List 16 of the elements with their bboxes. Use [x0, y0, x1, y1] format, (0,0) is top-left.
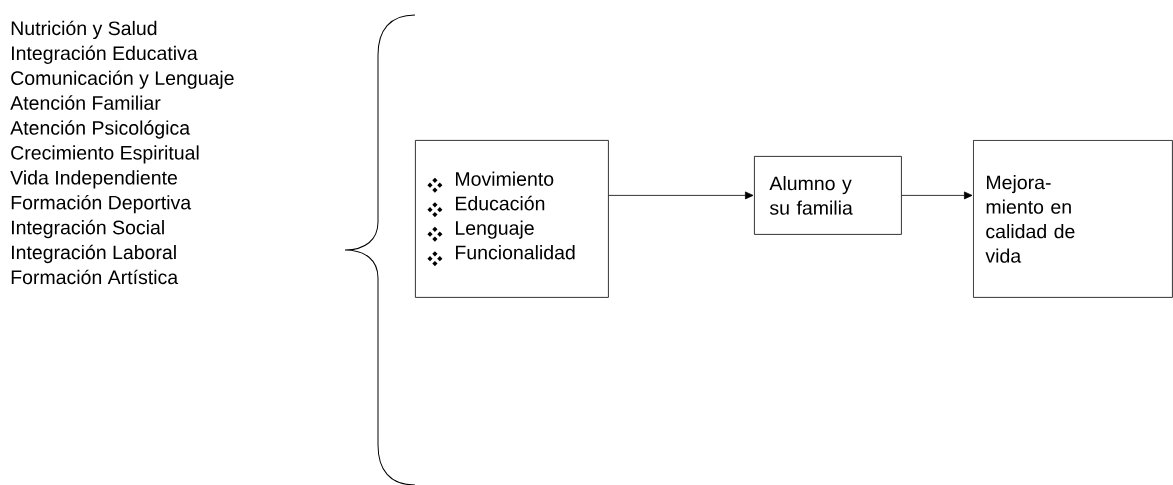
list-item: Vida Independiente: [10, 170, 177, 189]
process-box: Mejora- miento en calidad de vida: [973, 140, 1173, 298]
list-item: Formación Deportiva: [11, 194, 192, 214]
arrow: [608, 191, 754, 200]
list-item: Crecimiento Espiritual: [11, 145, 199, 164]
list-item: Integración Educativa: [12, 45, 198, 64]
list-item: Formación Artística: [11, 269, 179, 285]
list-item: Integración Laboral: [12, 244, 176, 264]
bullet-list-box: Movimiento Educación Lenguaje Funcionalidad: [415, 140, 609, 298]
list-item: Atención Psicológica: [10, 120, 191, 139]
list-item: Atención Familiar: [10, 95, 161, 110]
list-item: Comunicación y Lenguaje: [11, 70, 234, 89]
list-item: Integración Social: [12, 219, 164, 239]
process-box: Alumno y su familia: [754, 156, 902, 235]
list-item: Nutrición y Salud: [11, 20, 157, 40]
arrow: [901, 191, 973, 200]
